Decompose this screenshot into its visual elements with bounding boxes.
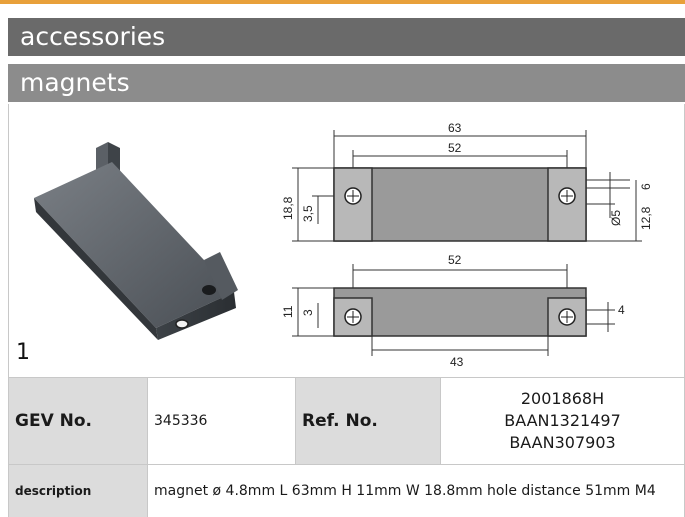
- figure-number: 1: [16, 340, 30, 365]
- dim-side-height: 11: [281, 305, 295, 318]
- magnet-photo: [34, 142, 238, 340]
- ref-value: 2001868H: [520, 389, 605, 408]
- ref-label: Ref. No.: [295, 377, 441, 465]
- description-label: description: [8, 464, 148, 517]
- dim-hole-diameter: Ø5: [609, 210, 623, 226]
- dim-side-bottom: 43: [450, 355, 464, 368]
- ref-value: BAAN307903: [509, 433, 616, 452]
- dim-side-right: 4: [618, 303, 625, 317]
- dim-top-overall: 63: [448, 121, 462, 135]
- technical-drawing: 63 52 18,8 3,5 6 Ø5 12,8 52 11 3 4 43: [281, 121, 653, 368]
- dim-top-holes: 52: [448, 141, 462, 155]
- description-value: magnet ø 4.8mm L 63mm H 11mm W 18.8mm ho…: [147, 464, 685, 517]
- specs-table: GEV No. 345336 Ref. No. 2001868H BAAN132…: [8, 377, 685, 517]
- dim-right-height: 12,8: [639, 206, 653, 230]
- ref-values: 2001868H BAAN1321497 BAAN307903: [440, 377, 685, 465]
- gev-value: 345336: [147, 377, 296, 465]
- ref-value: BAAN1321497: [504, 411, 621, 430]
- gev-label: GEV No.: [8, 377, 148, 465]
- dim-right-offset: 6: [639, 183, 653, 190]
- top-accent-rule: [0, 0, 685, 4]
- section-heading: accessories: [8, 18, 685, 56]
- dim-side-holes: 52: [448, 253, 462, 267]
- dim-side-hole-height: 3: [301, 309, 315, 316]
- subsection-heading: magnets: [8, 64, 685, 102]
- dim-height-hole: 3,5: [301, 205, 315, 222]
- dim-height-total: 18,8: [281, 196, 295, 220]
